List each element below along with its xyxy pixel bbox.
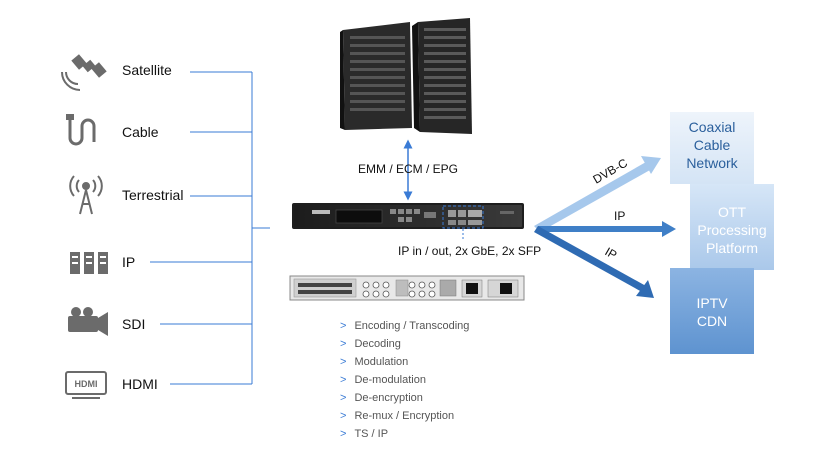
coaxial-line-2: Cable (693, 137, 731, 153)
feature-item: > Modulation (340, 356, 408, 368)
iptv-line-1: IPTV (696, 295, 728, 311)
feature-item: > De-modulation (340, 374, 426, 386)
chevron-right-icon: > (340, 428, 347, 440)
chevron-right-icon: > (340, 356, 347, 368)
satellite-icon (61, 54, 107, 91)
feature-item: > Re-mux / Encryption (340, 410, 454, 422)
server-link-label: EMM / ECM / EPG (358, 162, 459, 176)
chevron-right-icon: > (340, 410, 347, 422)
feature-label: Re-mux / Encryption (354, 410, 455, 422)
input-label-hdmi: HDMI (122, 376, 158, 392)
feature-label: De-modulation (354, 374, 426, 386)
chevron-right-icon: > (340, 392, 347, 404)
antenna-icon (69, 175, 103, 215)
io-label: IP in / out, 2x GbE, 2x SFP (398, 244, 542, 258)
camera-icon (68, 307, 108, 336)
chevron-right-icon: > (340, 338, 347, 350)
server-rack-right (412, 18, 472, 134)
input-label-ip: IP (122, 254, 136, 270)
feature-label: TS / IP (354, 428, 389, 440)
coaxial-line-3: Network (686, 155, 738, 171)
iptv-line-2: CDN (696, 313, 728, 329)
cable-icon (66, 114, 96, 146)
ott-line-2: Processing (697, 222, 767, 238)
feature-item: > Encoding / Transcoding (340, 320, 469, 332)
hdmi-icon: HDMI (65, 371, 107, 399)
feature-label: Decoding (354, 338, 401, 350)
feature-item: > Decoding (340, 338, 401, 350)
iptv-box-label: IPTV CDN (670, 294, 754, 330)
feature-label: Encoding / Transcoding (354, 320, 470, 332)
feature-label: Modulation (354, 356, 409, 368)
ott-line-1: OTT (718, 204, 746, 220)
input-connectors (150, 71, 270, 385)
input-label-terrestrial: Terrestrial (122, 187, 184, 203)
network-icon (70, 252, 108, 274)
output-arrows (534, 156, 676, 298)
hdmi-icon-text: HDMI (75, 379, 98, 389)
input-label-cable: Cable (122, 124, 159, 140)
coaxial-box (670, 112, 754, 184)
ott-box-label: OTT Processing Platform (690, 203, 774, 257)
arrow-label-ip-ott: IP (614, 209, 625, 223)
server-rack-left (340, 22, 412, 130)
feature-label: De-encryption (354, 392, 423, 404)
chevron-right-icon: > (340, 374, 347, 386)
ott-box (690, 184, 774, 270)
feature-item: > De-encryption (340, 392, 423, 404)
arrow-label-ip-iptv: IP (603, 244, 620, 262)
input-label-satellite: Satellite (122, 62, 172, 78)
chevron-right-icon: > (340, 320, 347, 332)
input-label-sdi: SDI (122, 316, 146, 332)
iptv-box (670, 268, 754, 354)
coaxial-line-1: Coaxial (688, 119, 736, 135)
coaxial-box-label: Coaxial Cable Network (670, 118, 754, 172)
headend-device-front (292, 203, 524, 240)
ott-line-3: Platform (705, 240, 759, 256)
headend-device-rear (289, 275, 525, 301)
feature-item: > TS / IP (340, 428, 388, 440)
